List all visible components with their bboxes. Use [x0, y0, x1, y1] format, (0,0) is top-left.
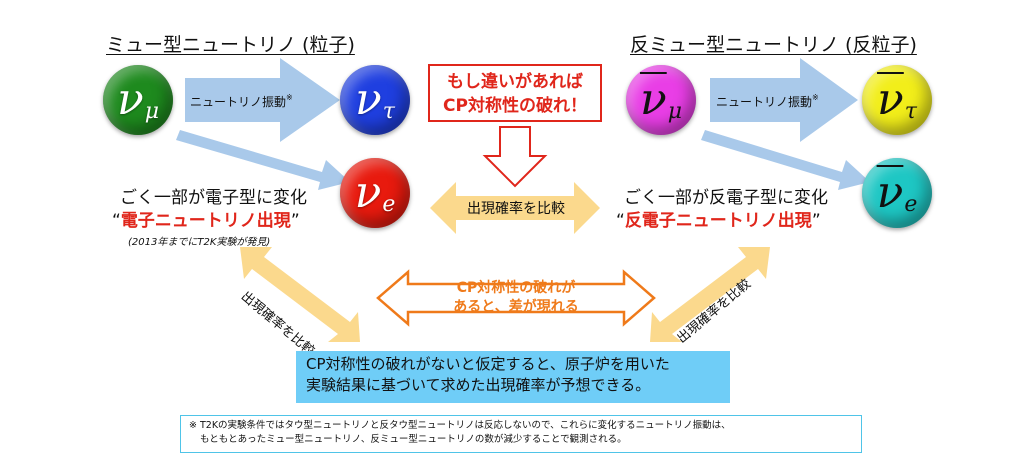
right-oscillation-arrow [710, 58, 858, 142]
prediction-box: CP対称性の破れがないと仮定すると、原子炉を用いた 実験結果に基づいて求めた出現… [296, 351, 730, 403]
center-compare-arrow [430, 182, 600, 234]
left-desc-line1: ごく一部が電子型に変化 [120, 188, 307, 208]
left-oscillation-arrow [185, 58, 340, 142]
left-oscillation-label: ニュートリノ振動※ [190, 93, 293, 109]
anti-electron-appearance: “反電子ニュートリノ出現” [616, 211, 821, 231]
cp-break-arrow [376, 269, 656, 327]
left-compare-arrow [240, 247, 360, 342]
cp-break-label: CP対称性の破れが あると、差が現れる [453, 280, 579, 315]
right-compare-arrow [650, 247, 770, 342]
heading-antiparticle: 反ミュー型ニュートリノ (反粒子) [630, 34, 917, 56]
cp-violation-warning: もし違いがあれば CP対称性の破れ！ [428, 64, 602, 122]
t2k-discovery-note: (2013年までにT2K実験が発見) [128, 237, 271, 248]
heading-particle: ミュー型ニュートリノ (粒子) [106, 34, 355, 56]
electron-appearance: “電子ニュートリノ出現” [112, 211, 300, 231]
footnote: ※ T2Kの実験条件ではタウ型ニュートリノと反タウ型ニュートリノは反応しないので… [180, 415, 862, 453]
right-desc-line1: ごく一部が反電子型に変化 [624, 188, 828, 208]
center-compare-label: 出現確率を比較 [467, 201, 565, 217]
right-diagonal-arrow [701, 130, 870, 190]
left-diagonal-arrow [176, 130, 350, 190]
warning-down-arrow [482, 126, 548, 188]
right-oscillation-label: ニュートリノ振動※ [716, 93, 819, 109]
